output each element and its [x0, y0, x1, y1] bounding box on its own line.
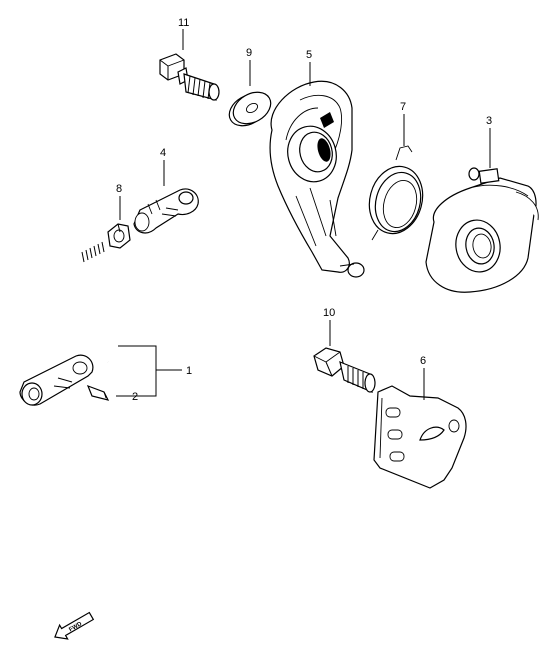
callout-4: 4: [160, 147, 166, 159]
callout-6: 6: [420, 355, 426, 367]
shift-rod-1: [19, 241, 110, 406]
callout-10: 10: [323, 307, 335, 319]
callout-5: 5: [306, 49, 312, 61]
washer-9: [228, 91, 272, 127]
pin-2: [86, 384, 110, 401]
lever-arm-5: [269, 80, 365, 278]
callout-8: 8: [116, 183, 122, 195]
callout-9: 9: [246, 47, 252, 59]
callout-2: 2: [132, 391, 138, 403]
linkage-end-4: [133, 188, 199, 234]
callout-7: 7: [400, 101, 406, 113]
spring-7: [368, 145, 424, 241]
callout-1: 1: [186, 365, 192, 377]
plate-6: [373, 385, 467, 489]
bolt-10: [313, 347, 376, 393]
bolt-11: [159, 53, 220, 101]
fwd-arrow-icon: FWD: [54, 611, 95, 640]
callout-11: 11: [178, 17, 189, 29]
callout-3: 3: [486, 115, 492, 127]
cam-housing-3: [425, 167, 539, 293]
nut-8: [107, 223, 131, 249]
leader-bracket-1-2: [116, 345, 157, 397]
